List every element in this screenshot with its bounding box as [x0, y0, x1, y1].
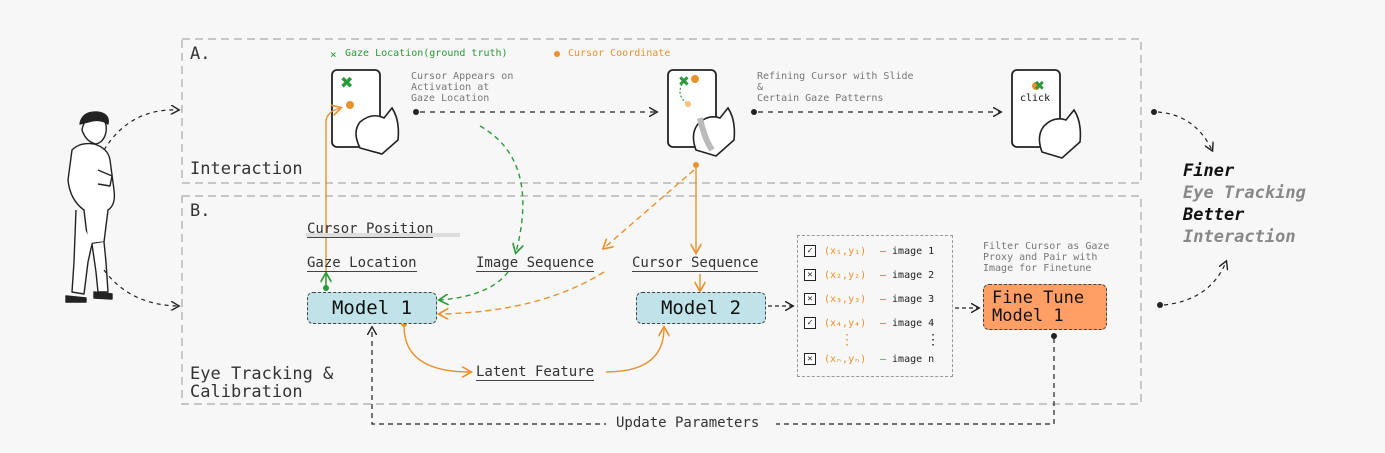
coord-label: (xₙ,yₙ)	[824, 353, 867, 365]
dash-icon: —	[880, 293, 887, 305]
section-a-box	[181, 38, 1142, 184]
step2-caption-2: &	[757, 82, 764, 93]
legend-cursor-marker	[554, 51, 560, 57]
dash-icon: —	[880, 317, 887, 329]
outcome-line-2: Eye Tracking	[1183, 183, 1306, 203]
update-parameters-label: Update Parameters	[616, 415, 760, 431]
phone-3-icon: ✖	[1011, 69, 1082, 159]
step2-caption-1: Refining Cursor with Slide	[757, 71, 914, 82]
coord-label: (x₄,y₄)	[824, 317, 867, 329]
section-eye-tracking-label-2: Calibration	[190, 382, 303, 402]
step1-caption-1: Cursor Appears on	[411, 71, 514, 82]
cursor-sequence-label: Cursor Sequence	[632, 255, 759, 272]
ellipsis-right: ⋮	[926, 332, 940, 348]
image-label: image 4	[892, 317, 935, 329]
ellipsis-left: ⋮	[840, 332, 854, 348]
cursor-image-pair-list: ✓ (x₁,y₁) — image 1 ✕ (x₂,y₂) — image 2 …	[797, 235, 953, 377]
section-eye-tracking-label-1: Eye Tracking &	[190, 364, 334, 384]
cursor-position-label: Cursor Position	[307, 221, 434, 238]
section-b-label: B.	[190, 201, 211, 221]
legend-cursor-label: Cursor Coordinate	[568, 48, 671, 59]
outcome-line-3: Better	[1183, 205, 1245, 225]
list-item: ✕ (x₃,y₃) — image 3	[804, 293, 934, 305]
coord-label: (x₃,y₃)	[824, 293, 867, 305]
person-icon	[65, 111, 116, 303]
filter-caption-3: Image for Finetune	[983, 263, 1092, 274]
list-item: ✕ (xₙ,yₙ) — image n	[804, 353, 934, 365]
filter-caption-1: Filter Cursor as Gaze	[983, 241, 1110, 252]
dash-icon: —	[880, 245, 887, 257]
dash-icon: —	[880, 269, 887, 281]
check-icon: ✓	[804, 317, 816, 329]
image-label: image 2	[892, 269, 935, 281]
model-1-box: Model 1	[307, 292, 437, 324]
cross-icon: ✕	[804, 353, 816, 365]
fine-tune-line-2: Model 1	[992, 306, 1064, 326]
check-icon: ✓	[804, 245, 816, 257]
outcome-line-1: Finer	[1183, 161, 1235, 181]
image-sequence-label: Image Sequence	[476, 255, 595, 272]
gaze-location-label: Gaze Location	[307, 255, 417, 272]
section-interaction-label: Interaction	[190, 159, 303, 179]
model-2-box: Model 2	[636, 292, 766, 324]
legend-gaze-label: Gaze Location(ground truth)	[345, 48, 508, 59]
step2-caption-3: Certain Gaze Patterns	[757, 93, 884, 104]
step1-caption-3: Gaze Location	[411, 93, 490, 104]
coord-label: (x₂,y₂)	[824, 269, 867, 281]
image-label: image n	[892, 353, 935, 365]
latent-feature-label: Latent Feature	[476, 364, 595, 381]
filter-caption-2: Proxy and Pair with	[983, 252, 1098, 263]
phone-2-icon: ✖	[667, 69, 736, 157]
list-item: ✕ (x₂,y₂) — image 2	[804, 269, 934, 281]
cross-icon: ✕	[804, 293, 816, 305]
fine-tune-box: Fine Tune Model 1	[983, 284, 1107, 330]
fine-tune-line-1: Fine Tune	[992, 288, 1085, 308]
phone-1-icon: ✖	[331, 69, 400, 155]
coord-label: (x₁,y₁)	[824, 245, 867, 257]
list-item: ✓ (x₄,y₄) — image 4	[804, 317, 934, 329]
click-label: click	[1020, 93, 1051, 104]
cross-icon: ✕	[804, 269, 816, 281]
image-label: image 1	[892, 245, 935, 257]
svg-text:✖: ✖	[1034, 79, 1045, 94]
outcome-text: Finer Eye Tracking Better Interaction	[1183, 160, 1306, 248]
outcome-line-4: Interaction	[1183, 227, 1296, 247]
dash-icon: —	[880, 353, 887, 365]
legend-gaze-marker: ×	[330, 48, 337, 61]
section-a-label: A.	[190, 44, 211, 64]
step1-caption-2: Activation at	[411, 82, 490, 93]
list-item: ✓ (x₁,y₁) — image 1	[804, 245, 934, 257]
svg-text:✖: ✖	[678, 74, 690, 90]
svg-text:✖: ✖	[340, 73, 353, 92]
section-b-box	[181, 195, 1142, 405]
image-label: image 3	[892, 293, 935, 305]
